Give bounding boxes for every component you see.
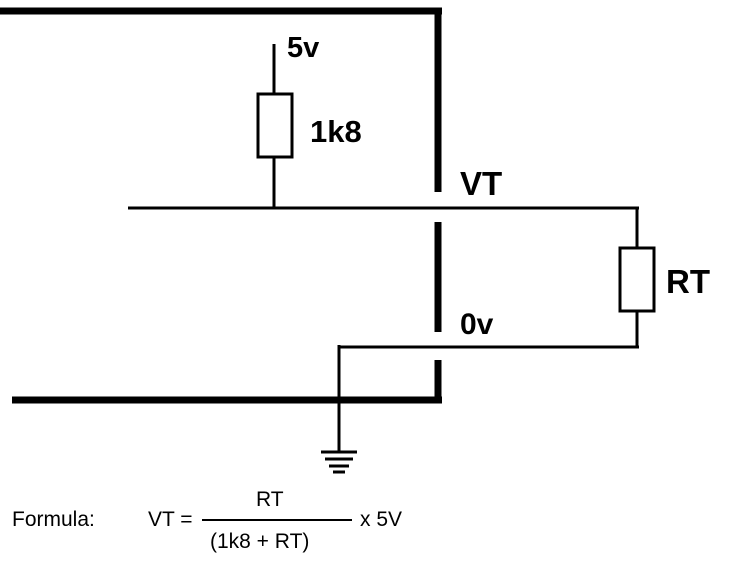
formula-numerator: RT [256, 488, 284, 511]
output-node-label: VT [460, 165, 502, 202]
formula: Formula: VT = RT (1k8 + RT) x 5V [12, 488, 432, 558]
sensor-resistor [618, 246, 656, 313]
formula-lhs: VT = [148, 508, 193, 531]
formula-prefix: Formula: [12, 508, 95, 531]
fixed-resistor-label: 1k8 [310, 114, 362, 149]
ground-icon [321, 450, 357, 474]
fixed-resistor [256, 92, 294, 159]
supply-label: 5v [287, 32, 319, 64]
formula-fraction-bar [202, 519, 352, 521]
sensor-resistor-label: RT [666, 263, 710, 300]
ground-rail-label: 0v [460, 308, 494, 341]
formula-multiplier: x 5V [360, 508, 403, 531]
formula-denominator: (1k8 + RT) [210, 530, 310, 553]
